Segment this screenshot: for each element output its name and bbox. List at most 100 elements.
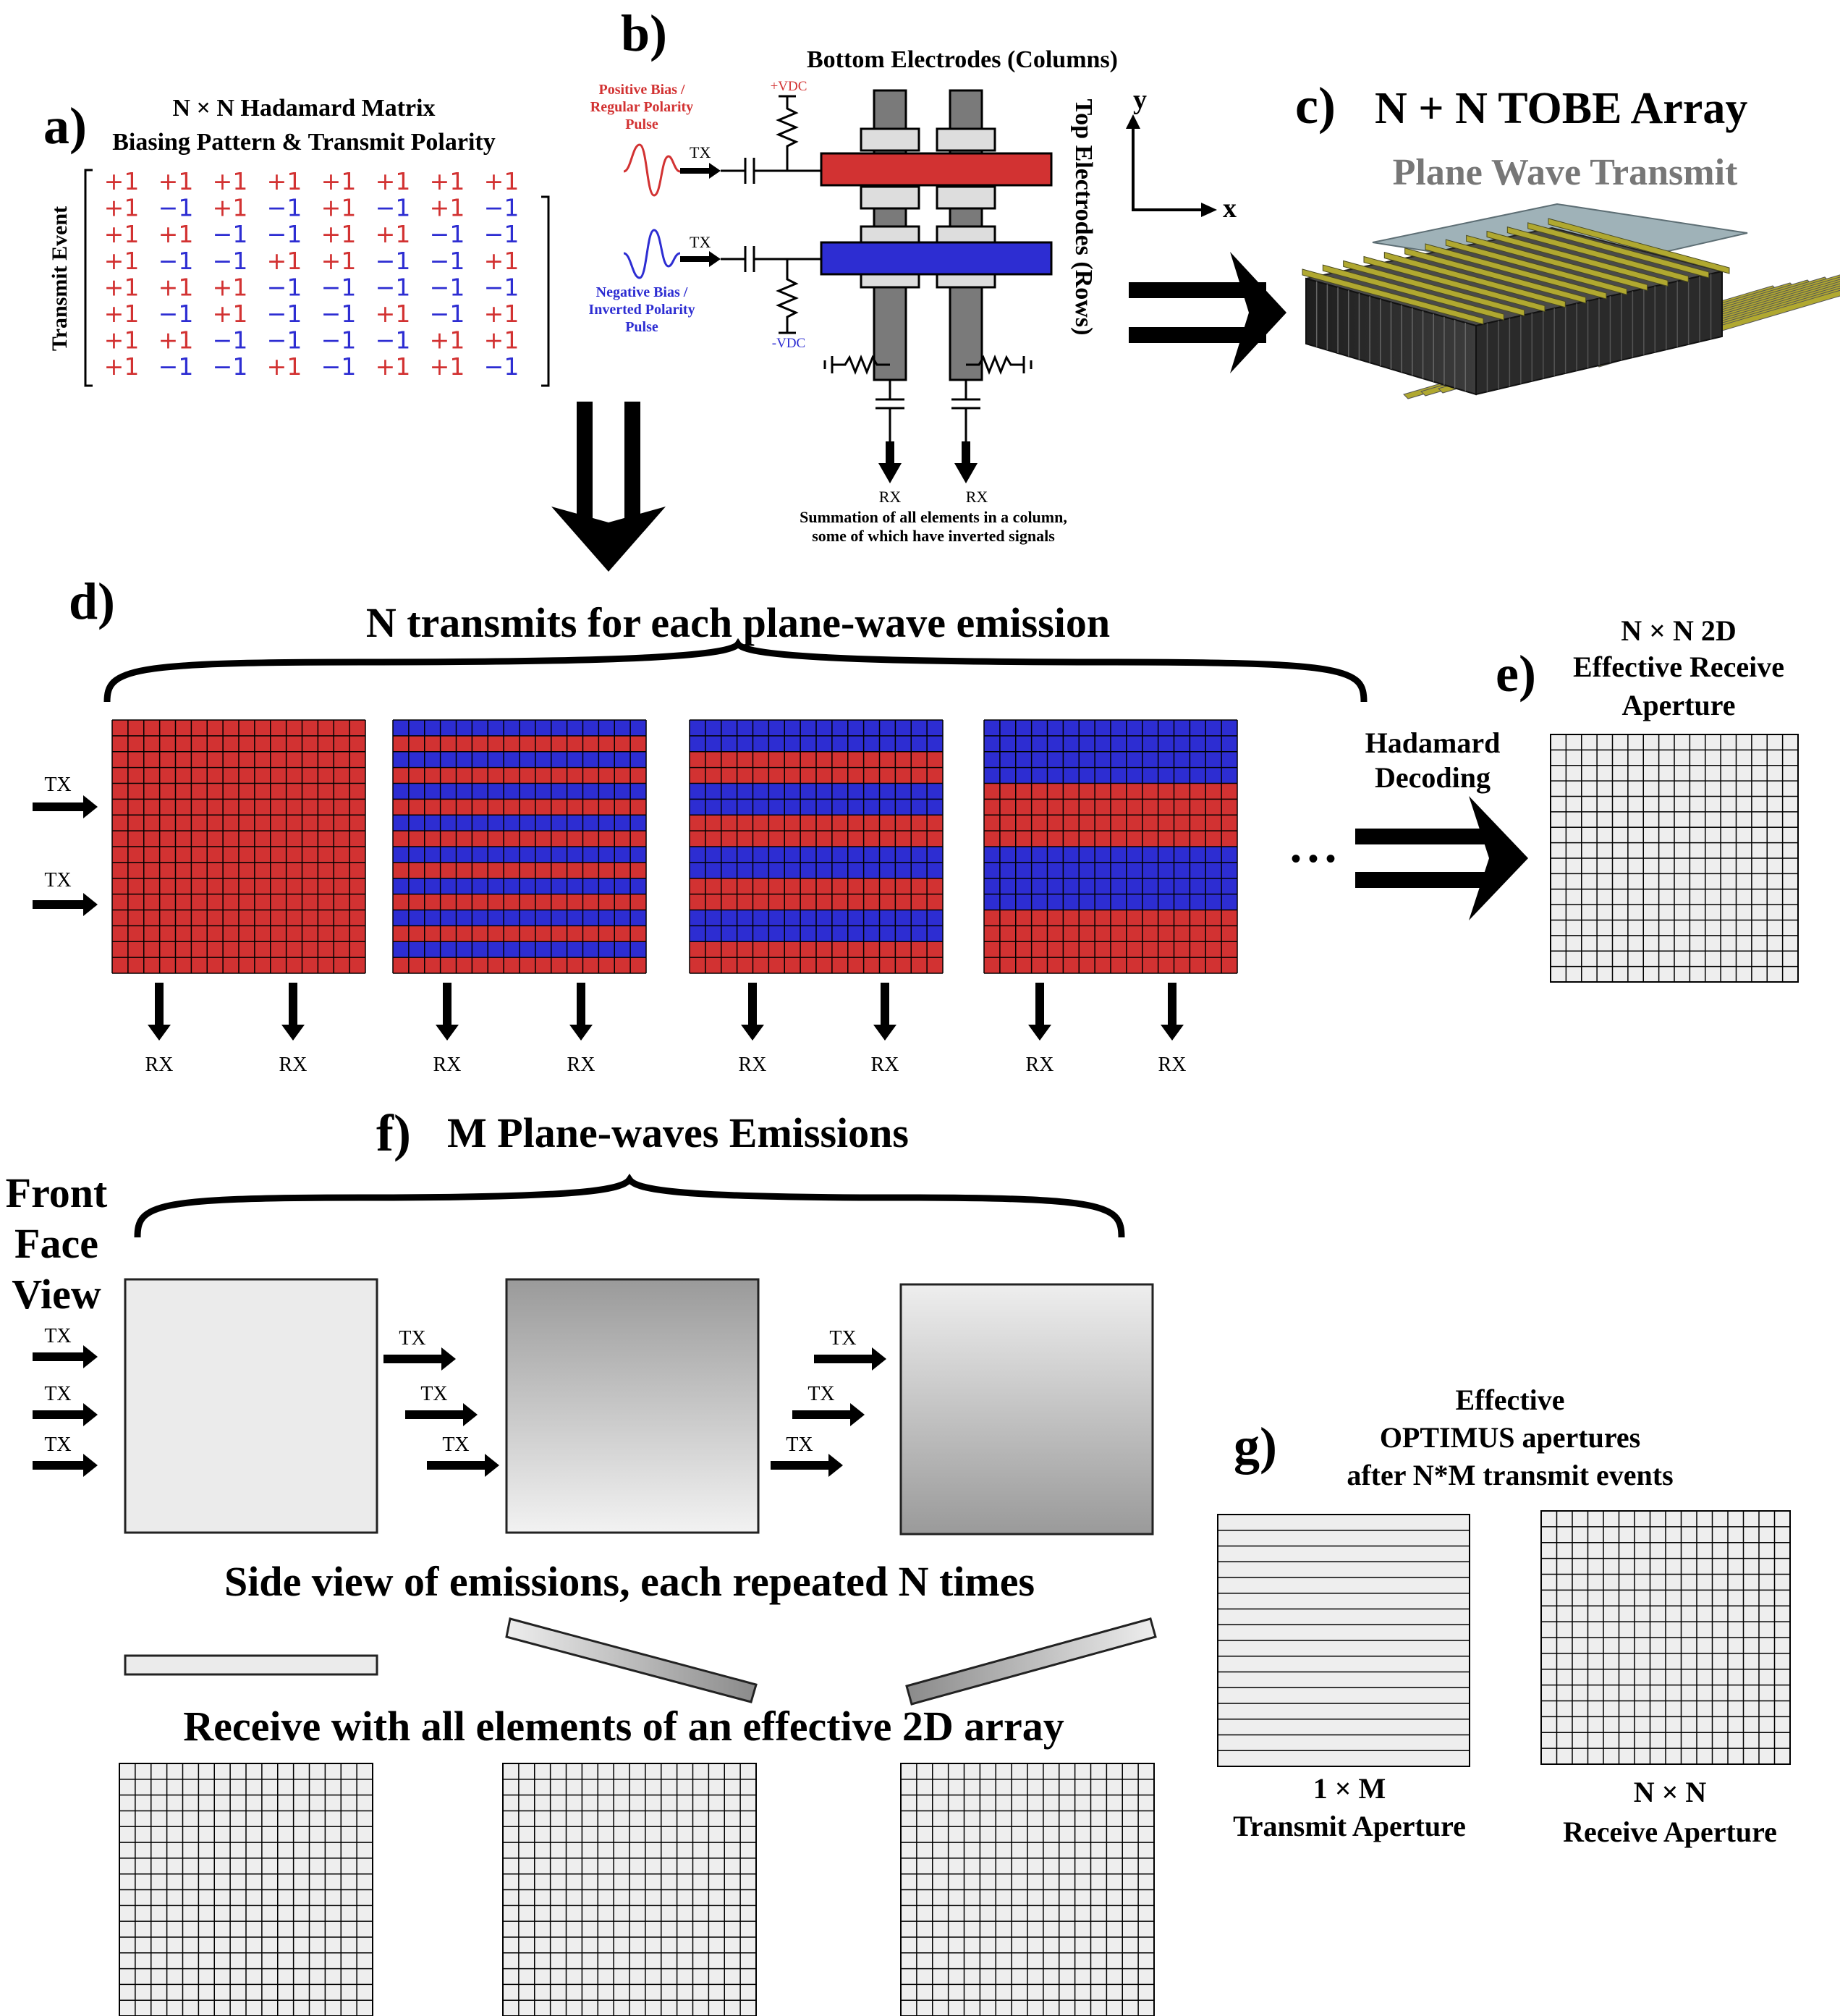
rx-arrow: [873, 983, 896, 1041]
matrix-cell: +1: [376, 220, 411, 248]
receive-label: Receive with all elements of an effectiv…: [183, 1703, 1064, 1750]
column-pad-1c: [860, 225, 920, 244]
rx-arrow: [281, 983, 305, 1041]
top-electrode-strip: [1445, 239, 1627, 295]
top-electrode-strip: [1404, 247, 1587, 304]
matrix-cell: +1: [321, 194, 357, 222]
top-electrode-strip: [1383, 252, 1566, 308]
matrix-cell: +1: [321, 167, 357, 195]
tx-label: TX: [420, 1383, 447, 1405]
vdc-pos-label: +VDC: [771, 79, 807, 94]
matrix-cell: +1: [213, 167, 248, 195]
matrix-cell: +1: [430, 194, 465, 222]
matrix-cell: −1: [484, 220, 520, 248]
matrix-cell: +1: [213, 300, 248, 328]
matrix-cell: +1: [104, 352, 140, 381]
hadamard-matrix: +1+1+1+1+1+1+1+1+1−1+1−1+1−1+1−1+1+1−1−1…: [104, 167, 520, 381]
side-view-flat: [124, 1654, 378, 1676]
panel-b-label: b): [621, 4, 667, 62]
receive-grid-1: [119, 1763, 373, 2016]
matrix-cell: −1: [158, 352, 194, 381]
rx-label-col-1: RX: [879, 488, 902, 506]
transmit-aperture-line-2: Transmit Aperture: [1233, 1810, 1466, 1842]
panel-e-title-2: Effective Receive: [1573, 651, 1784, 683]
tx-arrow: [405, 1403, 478, 1426]
tx-arrow-pos: [680, 163, 721, 179]
tx-label: TX: [44, 1383, 71, 1405]
matrix-cell: +1: [104, 220, 140, 248]
tx-label-neg: TX: [690, 233, 711, 251]
matrix-left-bracket: [84, 169, 93, 387]
negative-bias-line-3: Pulse: [625, 319, 658, 335]
column-pad-1a: [860, 127, 920, 152]
matrix-cell: +1: [213, 273, 248, 301]
matrix-cell: +1: [321, 220, 357, 248]
matrix-cell: +1: [267, 352, 302, 381]
top-electrode-strip: [1486, 230, 1669, 287]
positive-bias-line-2: Regular Polarity: [590, 99, 693, 115]
matrix-cell: +1: [104, 300, 140, 328]
panel-a: a) N × N Hadamard Matrix Biasing Pattern…: [43, 95, 550, 387]
receive-aperture-grid: [1540, 1510, 1791, 1765]
panel-a-label: a): [43, 97, 87, 155]
matrix-cell: −1: [321, 300, 357, 328]
matrix-cell: +1: [430, 352, 465, 381]
tx-label: TX: [786, 1433, 813, 1456]
effective-receive-grid: [1550, 734, 1799, 983]
rx-label: RX: [279, 1054, 308, 1076]
matrix-cell: +1: [484, 167, 520, 195]
matrix-cell: +1: [484, 247, 520, 275]
transmit-aperture-line-1: 1 × M: [1313, 1772, 1386, 1805]
matrix-right-bracket: [541, 195, 550, 387]
matrix-cell: +1: [376, 167, 411, 195]
panel-d-label: d): [69, 572, 115, 630]
matrix-cell: −1: [430, 220, 465, 248]
front-face-uniform: [124, 1278, 378, 1534]
receive-grids: [119, 1763, 1155, 2016]
top-electrode-strip: [1322, 264, 1504, 321]
column-pad-1b: [860, 185, 920, 210]
matrix-cell: +1: [484, 300, 520, 328]
tx-label: TX: [807, 1383, 834, 1405]
panel-g-title-3: after N*M transmit events: [1347, 1459, 1673, 1491]
rx-arrow-col-2: [954, 441, 978, 483]
top-electrode-strip: [1425, 243, 1607, 300]
rx-arrow: [569, 983, 593, 1041]
tx-arrow: [814, 1347, 886, 1371]
tx-arrow-neg: [680, 251, 721, 267]
top-electrode-strip: [1527, 222, 1710, 279]
tx-label: TX: [44, 774, 71, 796]
hadamard-decoding-line-1: Hadamard: [1365, 727, 1501, 759]
panel-c: c) N + N TOBE Array Plane Wave Transmit: [1295, 77, 1840, 399]
receive-aperture-line-1: N × N: [1634, 1776, 1707, 1808]
panel-f-title: M Plane-waves Emissions: [447, 1109, 909, 1156]
receive-aperture-cells: [1540, 1510, 1791, 1765]
tx-label: TX: [399, 1327, 425, 1350]
matrix-cell: −1: [484, 352, 520, 381]
matrix-cell: +1: [430, 326, 465, 355]
positive-pulse-waveform: [623, 143, 681, 197]
matrix-cell: +1: [104, 273, 140, 301]
polarity-grids: [111, 719, 1238, 974]
receive-aperture-line-2: Receive Aperture: [1563, 1816, 1777, 1848]
matrix-cell: −1: [321, 326, 357, 355]
panel-d: d) N transmits for each plane-wave emiss…: [33, 572, 1500, 1076]
rx-label: RX: [433, 1054, 462, 1076]
receive-grid-2: [502, 1763, 757, 2016]
matrix-cell: −1: [267, 220, 302, 248]
rx-label: RX: [1158, 1054, 1187, 1076]
rx-label: RX: [567, 1054, 595, 1076]
summation-line-1: Summation of all elements in a column,: [800, 508, 1067, 526]
top-electrode-strip: [1548, 218, 1730, 274]
matrix-cell: −1: [376, 273, 411, 301]
positive-bias-line-3: Pulse: [625, 117, 658, 132]
tx-arrow: [33, 1454, 98, 1477]
transmit-event-label: Transmit Event: [48, 206, 72, 351]
axis-x-label: x: [1223, 193, 1237, 224]
column-pad-2a: [936, 127, 996, 152]
matrix-cell: +1: [104, 247, 140, 275]
matrix-cell: −1: [213, 326, 248, 355]
